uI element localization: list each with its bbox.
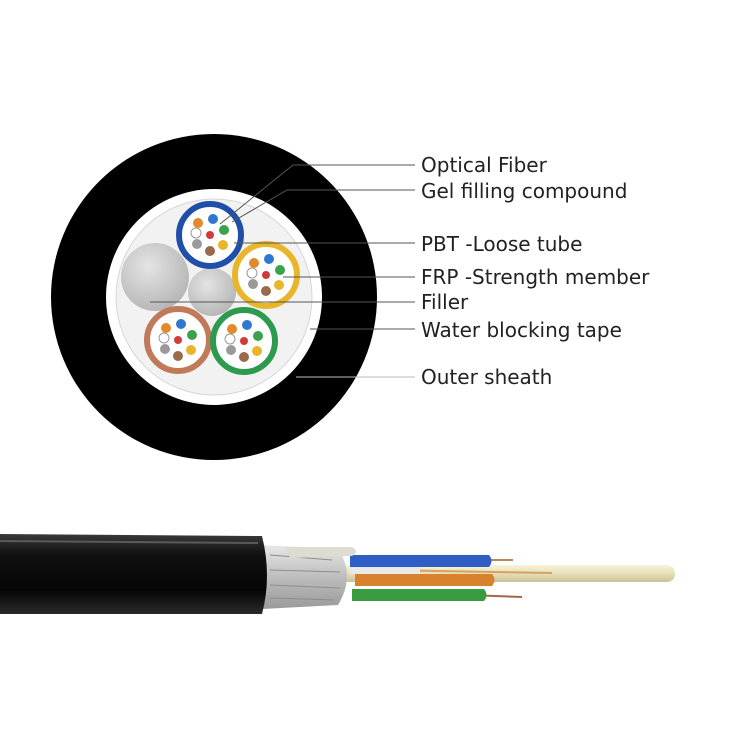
leader-gel-filling bbox=[231, 189, 415, 223]
leader-lines bbox=[150, 164, 415, 378]
labels: Optical Fiber Gel filling compound PBT -… bbox=[421, 153, 650, 389]
leader-optical-fiber bbox=[219, 164, 415, 225]
side-water-tape bbox=[262, 545, 347, 609]
side-outer-jacket bbox=[0, 534, 267, 614]
side-tube-white bbox=[350, 567, 420, 574]
label-frp-member: FRP -Strength member bbox=[421, 265, 650, 289]
loose-tube-yellow bbox=[232, 241, 300, 309]
label-optical-fiber: Optical Fiber bbox=[421, 153, 548, 177]
loose-tube-brown bbox=[144, 306, 212, 374]
cable-cross-section bbox=[51, 134, 377, 460]
side-tube-green bbox=[352, 589, 487, 601]
filler-large bbox=[121, 243, 189, 311]
label-gel-filling: Gel filling compound bbox=[421, 179, 627, 203]
side-yarn-fray bbox=[285, 547, 356, 558]
cable-side-view bbox=[0, 534, 675, 614]
label-pbt-tube: PBT -Loose tube bbox=[421, 232, 582, 256]
side-tube-orange bbox=[355, 574, 495, 586]
loose-tube-green bbox=[210, 307, 278, 375]
label-filler: Filler bbox=[421, 290, 469, 314]
label-water-tape: Water blocking tape bbox=[421, 318, 622, 342]
side-tube-blue bbox=[350, 555, 492, 567]
side-jacket-highlight bbox=[0, 540, 259, 544]
label-outer-sheath: Outer sheath bbox=[421, 365, 552, 389]
frp-strength-member bbox=[188, 268, 236, 316]
loose-tube-blue bbox=[176, 201, 244, 269]
